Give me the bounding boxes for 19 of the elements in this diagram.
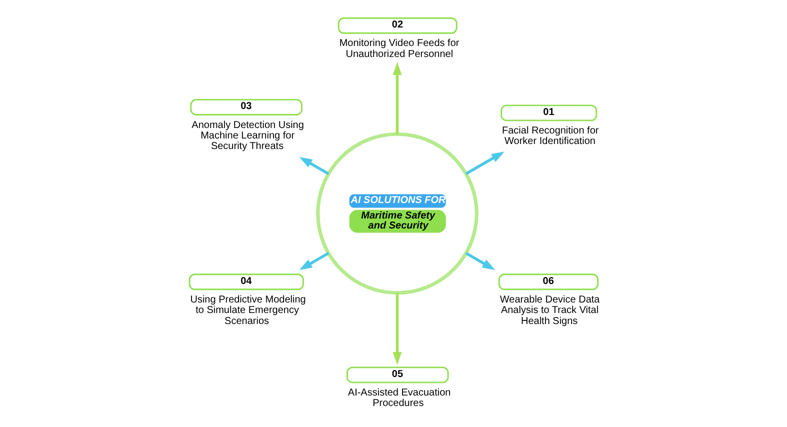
node-label: Monitoring Video Feeds for Unauthorized Personnel [339, 38, 460, 60]
node-box: 02 [338, 17, 458, 34]
arrow [299, 156, 330, 176]
node-box: 03 [190, 99, 302, 116]
arrow [392, 62, 402, 134]
node-circle: AI SOLUTIONS FOR Maritime Safety and Security [316, 132, 478, 295]
node-box: 01 [500, 104, 598, 122]
node-label: Wearable Device Data Analysis to Track Vital Health Signs [500, 294, 600, 327]
node-label: Facial Recognition for Worker Identification [502, 125, 599, 148]
node-box: 06 [498, 274, 599, 290]
arrow [392, 292, 402, 365]
arrow [465, 252, 496, 270]
node-label: Using Predictive Modeling to Simulate Emergency Scenarios [190, 294, 306, 327]
arrow [465, 152, 504, 176]
arrow [299, 252, 330, 270]
node-box: 04 [188, 274, 304, 290]
node-label: Anomaly Detection Using Machine Learning for Security Threats [192, 120, 304, 152]
node-label: AI-Assisted Evacuation Procedures [348, 387, 451, 410]
node-box: 05 [346, 366, 449, 384]
